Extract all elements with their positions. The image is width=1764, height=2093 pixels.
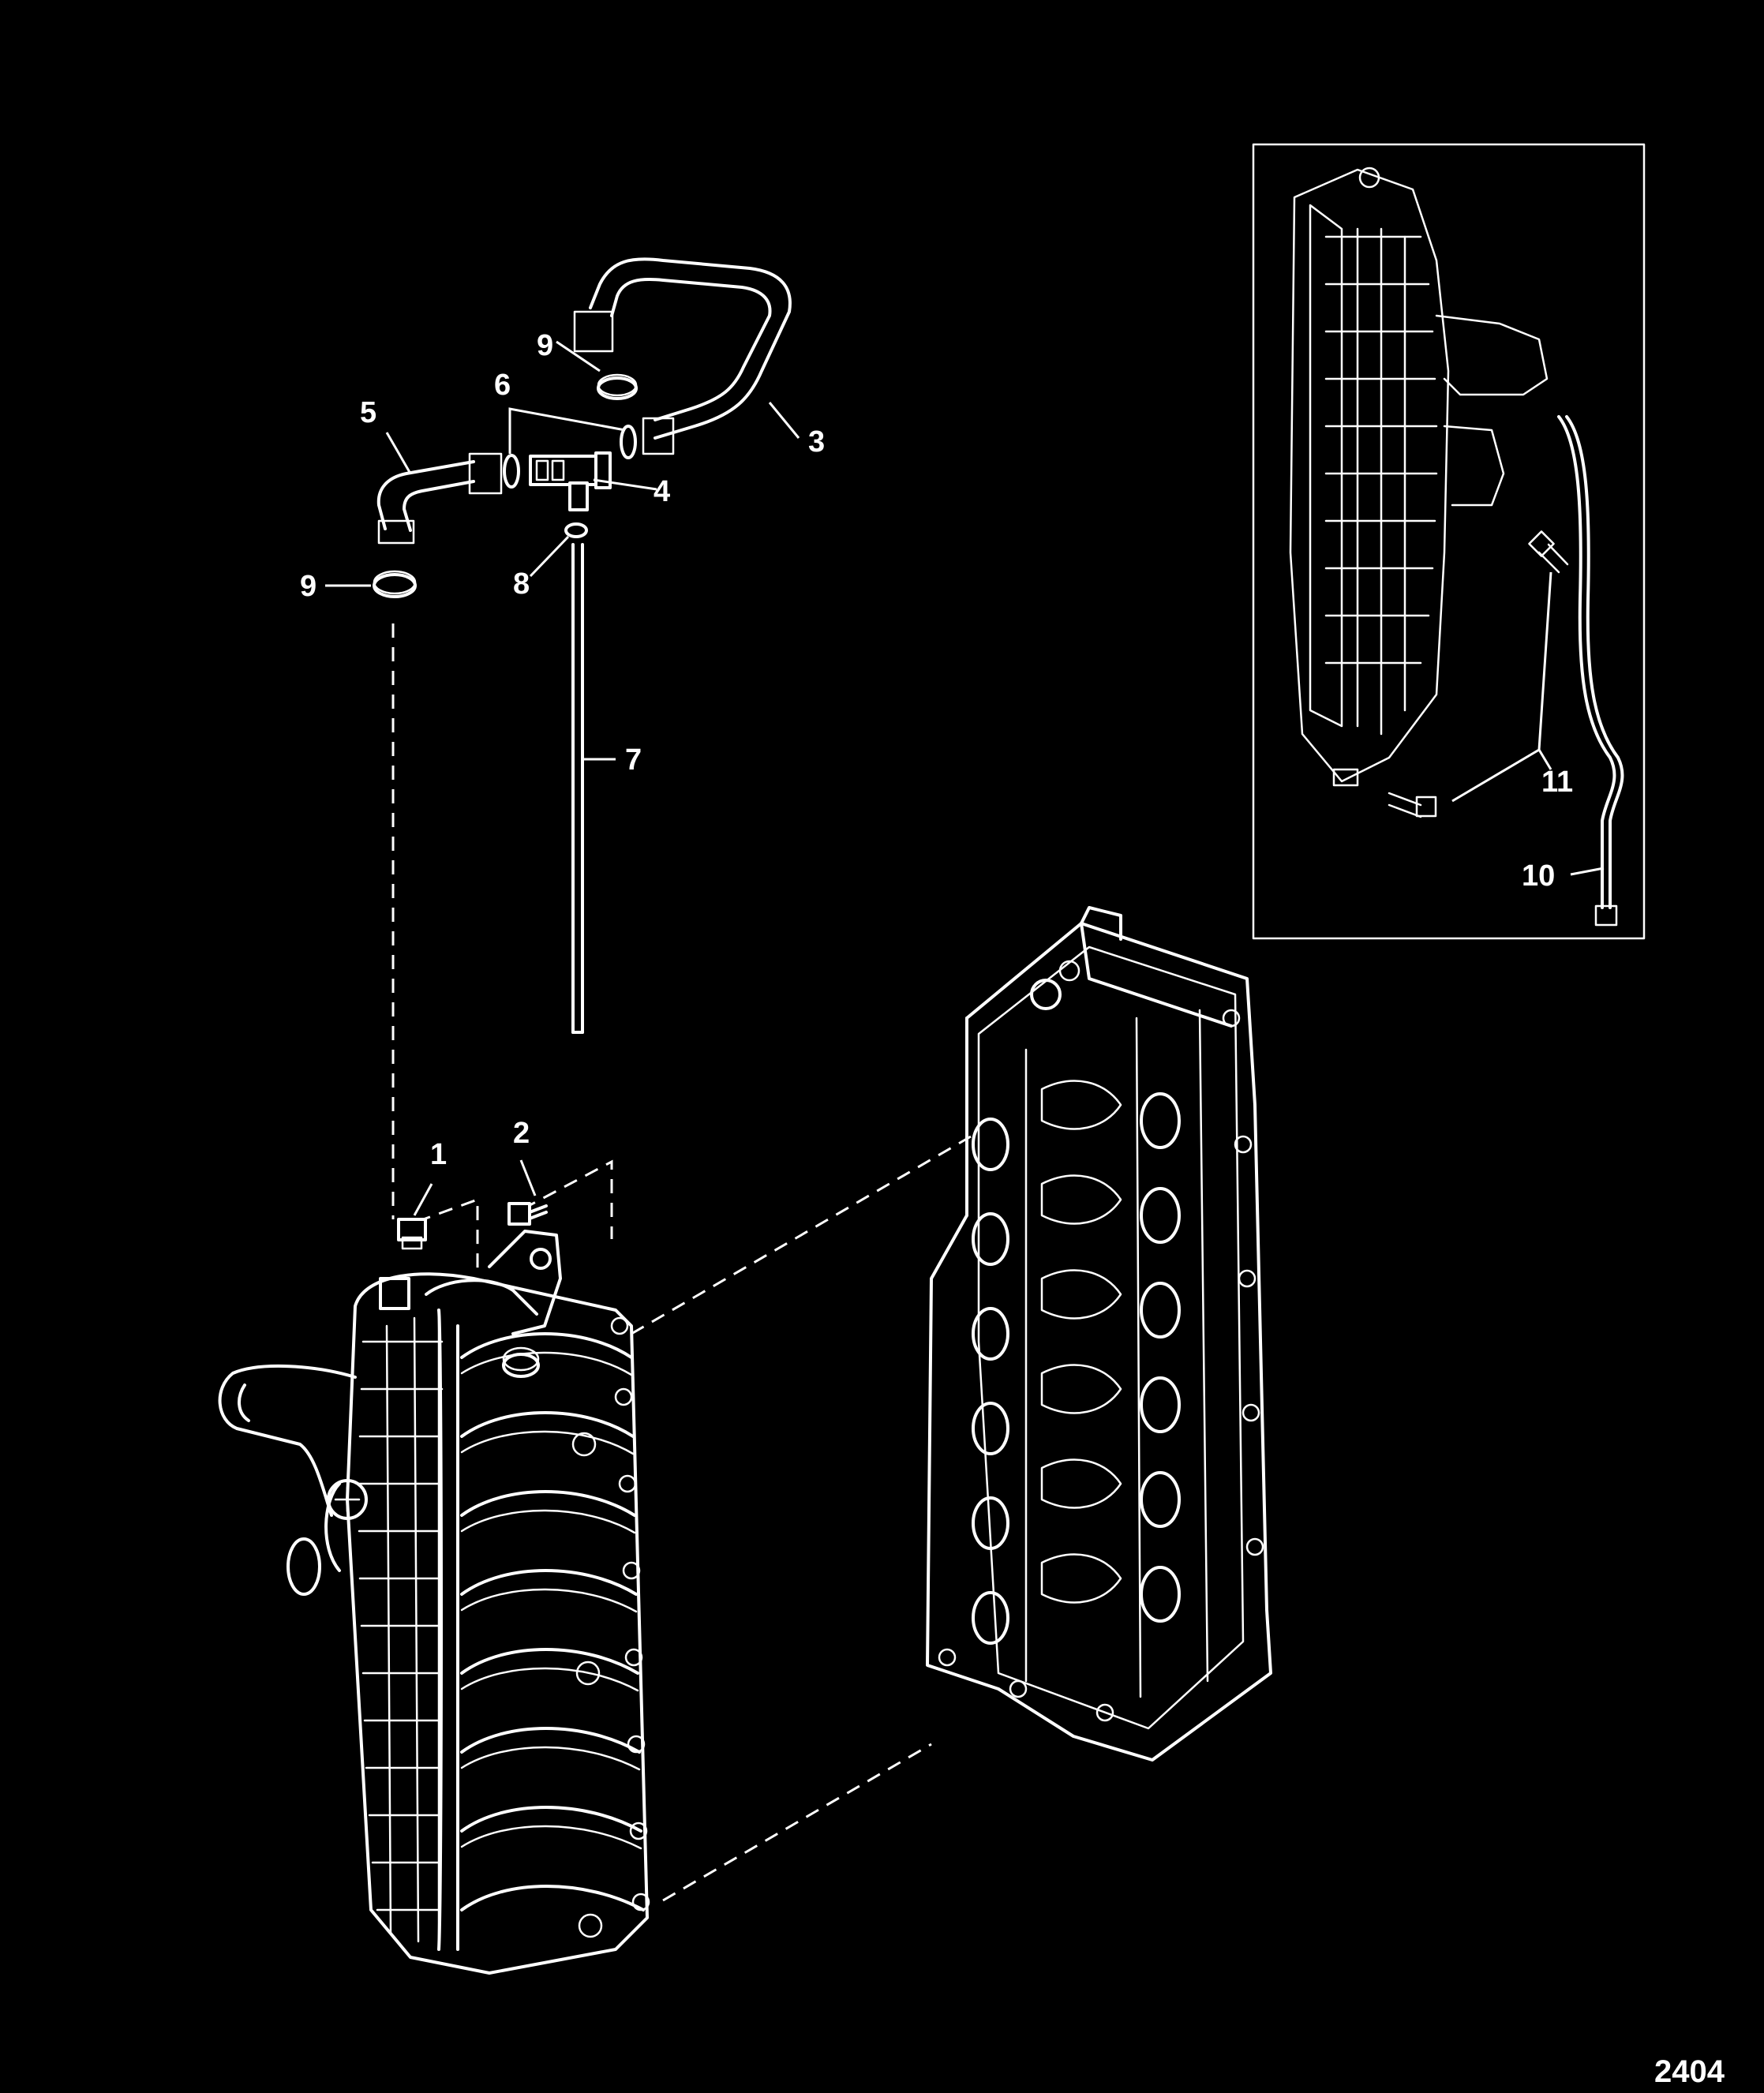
- inset-housing: [1289, 167, 1549, 787]
- callout-3: 3: [808, 425, 825, 459]
- inset-bolt-11-lower: [1388, 792, 1437, 818]
- bolt-2: [507, 1202, 548, 1226]
- inset-detail-view: [1252, 143, 1646, 940]
- inset-leader-11-stub: [1537, 749, 1552, 770]
- hose-5: [376, 452, 503, 545]
- callout-9-lower: 9: [300, 570, 316, 603]
- inset-hose-10-edge: [1565, 415, 1624, 909]
- inset-leader-11: [1451, 571, 1552, 803]
- figure-number: 2404: [1654, 2054, 1725, 2089]
- callout-10: 10: [1522, 859, 1555, 893]
- hose-5-cuff: [468, 452, 503, 495]
- callout-5: 5: [360, 396, 376, 429]
- tee-fitting-4: [529, 451, 612, 511]
- inset-leader-10: [1570, 867, 1605, 876]
- hose-3: [573, 257, 792, 455]
- intake-housing: [218, 1230, 650, 1975]
- inset-frame: [1252, 143, 1646, 940]
- fitting-1: [397, 1218, 427, 1250]
- hose-3-cuff-bottom: [642, 417, 675, 455]
- callout-1: 1: [430, 1138, 447, 1171]
- o-ring-6-right: [620, 425, 637, 459]
- inset-hose-10: [1557, 415, 1616, 909]
- inset-hose-end: [1594, 904, 1618, 927]
- leader-lines-upper: [325, 340, 800, 1216]
- callout-7: 7: [625, 743, 642, 777]
- callout-4: 4: [654, 475, 670, 508]
- callout-8: 8: [513, 567, 530, 601]
- callout-2: 2: [513, 1117, 530, 1150]
- tube-7: [571, 543, 584, 1034]
- callout-11: 11: [1541, 766, 1573, 799]
- assembly-dashed-lines: [391, 623, 972, 1902]
- hose-3-cuff-top: [573, 310, 614, 353]
- callout-labels: 1 2 3 4 5 6 7 8 9 9 10 11: [300, 329, 1573, 1171]
- hose-5-end: [377, 519, 415, 545]
- callout-6: 6: [494, 369, 511, 402]
- washer-8: [564, 522, 588, 538]
- callout-9-upper: 9: [537, 329, 553, 362]
- o-ring-6-left: [503, 454, 520, 489]
- inset-bolt-11-upper: [1528, 530, 1569, 574]
- cylinder-head: [926, 906, 1272, 1762]
